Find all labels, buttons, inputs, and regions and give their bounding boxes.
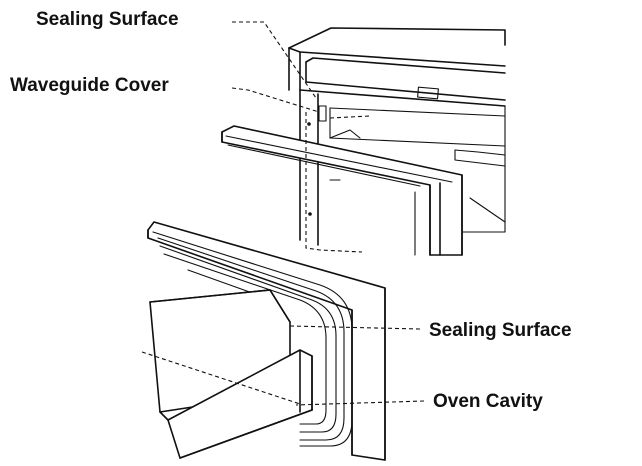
leader-oven-cavity (295, 400, 425, 406)
leader-waveguide-cover (231, 87, 320, 113)
leader-sealing-surface-top (232, 21, 317, 99)
leader-lines (141, 21, 425, 406)
oven-body-upper (221, 27, 506, 256)
label-oven-cavity: Oven Cavity (433, 391, 543, 412)
label-sealing-surface-bottom: Sealing Surface (429, 320, 572, 341)
label-waveguide-cover: Waveguide Cover (10, 75, 169, 96)
leader-sealing-surface-bottom (289, 325, 421, 330)
door-lower-cutaway (147, 221, 386, 461)
label-sealing-surface-top: Sealing Surface (36, 9, 179, 30)
